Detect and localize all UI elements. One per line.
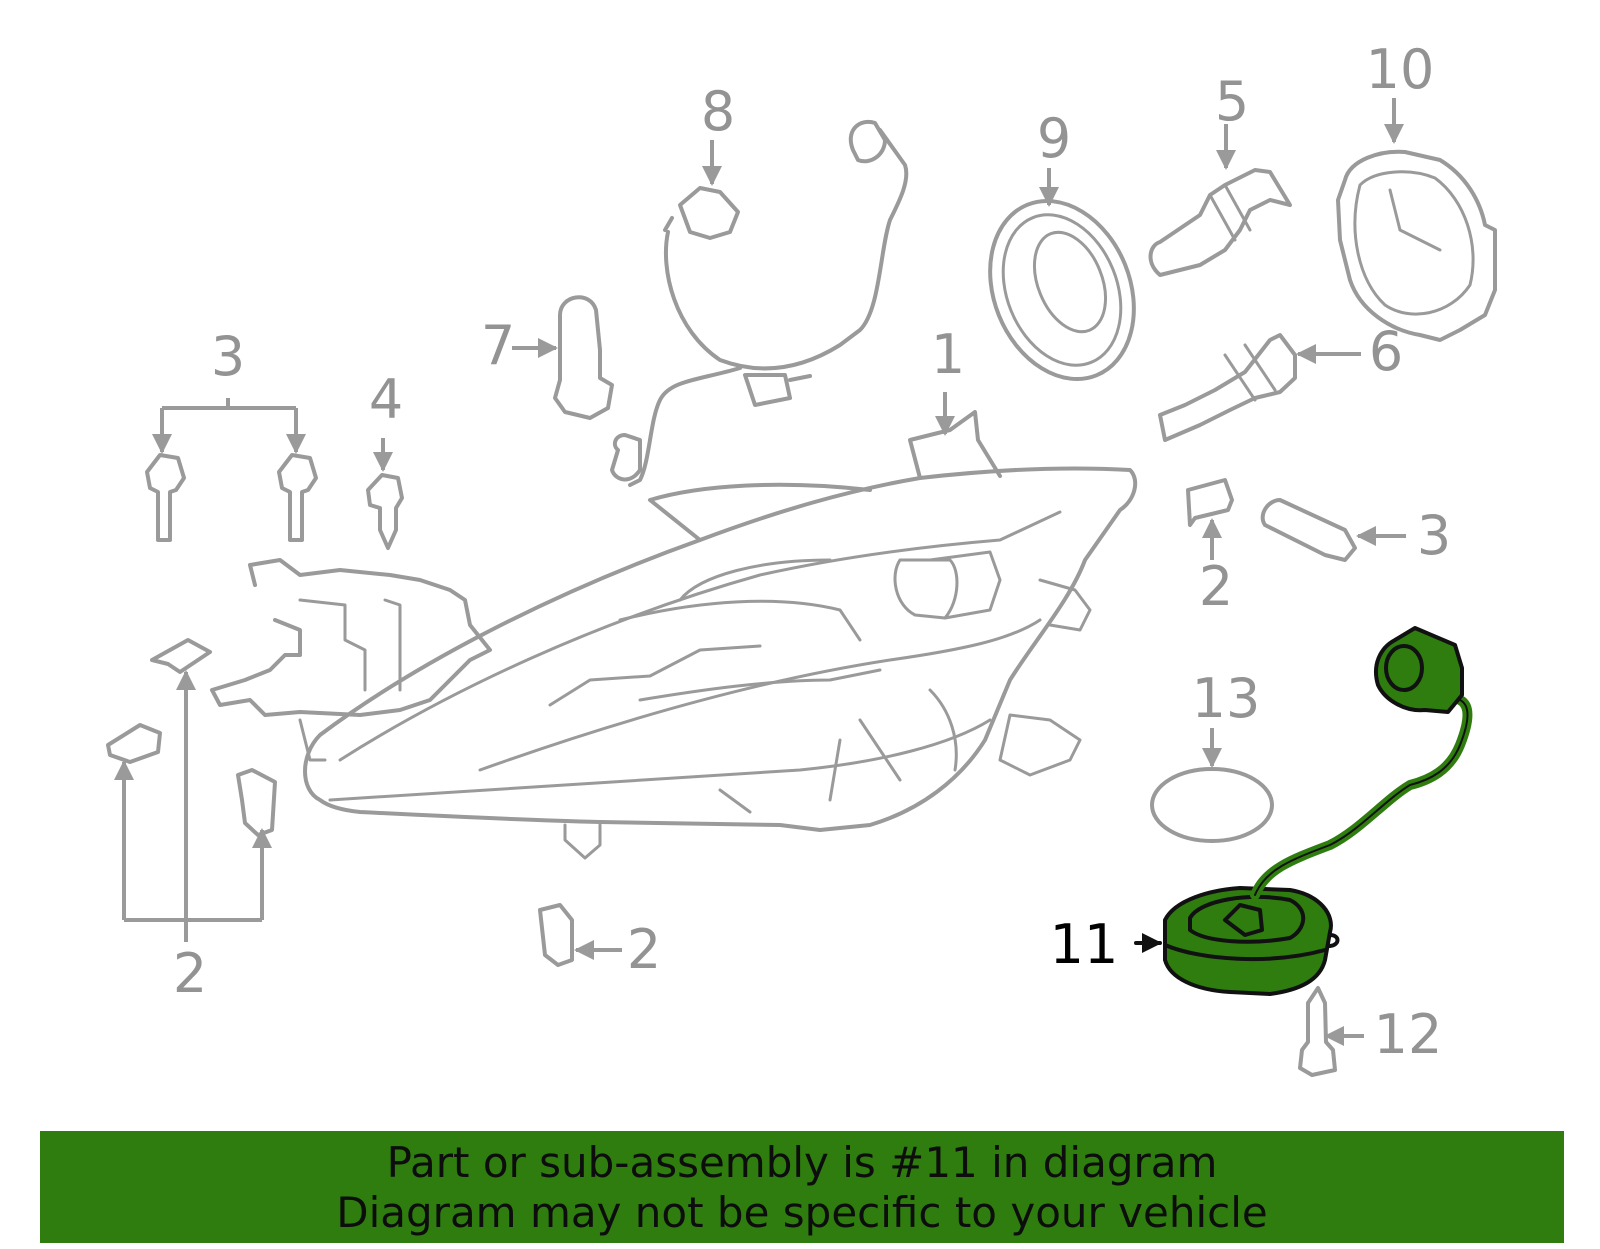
- dust-cover-ring-part: [988, 198, 1136, 382]
- callout-3-left: 3: [211, 325, 245, 388]
- gasket-part-13: [1150, 767, 1274, 843]
- bolt-part-3-left: [145, 453, 318, 542]
- bulb-part-6: [1158, 333, 1297, 442]
- clip-part-4: [366, 473, 404, 550]
- callout-13: 13: [1192, 667, 1261, 730]
- info-banner: Part or sub-assembly is #11 in diagram D…: [40, 1131, 1564, 1243]
- callout-2-right: 2: [1199, 555, 1233, 618]
- bulb-part-5: [1148, 168, 1292, 277]
- callout-11: 11: [1050, 913, 1119, 976]
- screw-part-12: [1298, 986, 1337, 1077]
- wire-harness-part: [610, 119, 909, 487]
- callout-9: 9: [1037, 107, 1071, 170]
- callout-2-lower-left: 2: [173, 942, 207, 1005]
- callout-6: 6: [1369, 320, 1403, 383]
- callout-12: 12: [1374, 1003, 1443, 1066]
- callout-2-bottom: 2: [627, 918, 661, 981]
- headlamp-assembly-part: [210, 410, 1138, 860]
- clip-part-2: [106, 478, 1234, 967]
- ballast-control-module-part: [1163, 626, 1473, 996]
- callout-4: 4: [369, 368, 403, 431]
- bulb-part-7: [553, 295, 614, 420]
- callout-5: 5: [1215, 70, 1249, 133]
- bolt-part-3-right: [1260, 498, 1357, 562]
- banner-line-disclaimer: Diagram may not be specific to your vehi…: [336, 1188, 1268, 1237]
- callout-8: 8: [701, 80, 735, 143]
- banner-line-part-number: Part or sub-assembly is #11 in diagram: [386, 1138, 1218, 1187]
- callout-10: 10: [1366, 38, 1435, 101]
- callout-1: 1: [931, 323, 965, 386]
- callout-7: 7: [481, 314, 515, 377]
- bulb-socket-cover-part: [1336, 149, 1497, 342]
- callout-arrows: [114, 98, 1406, 1046]
- callout-3-right: 3: [1417, 504, 1451, 567]
